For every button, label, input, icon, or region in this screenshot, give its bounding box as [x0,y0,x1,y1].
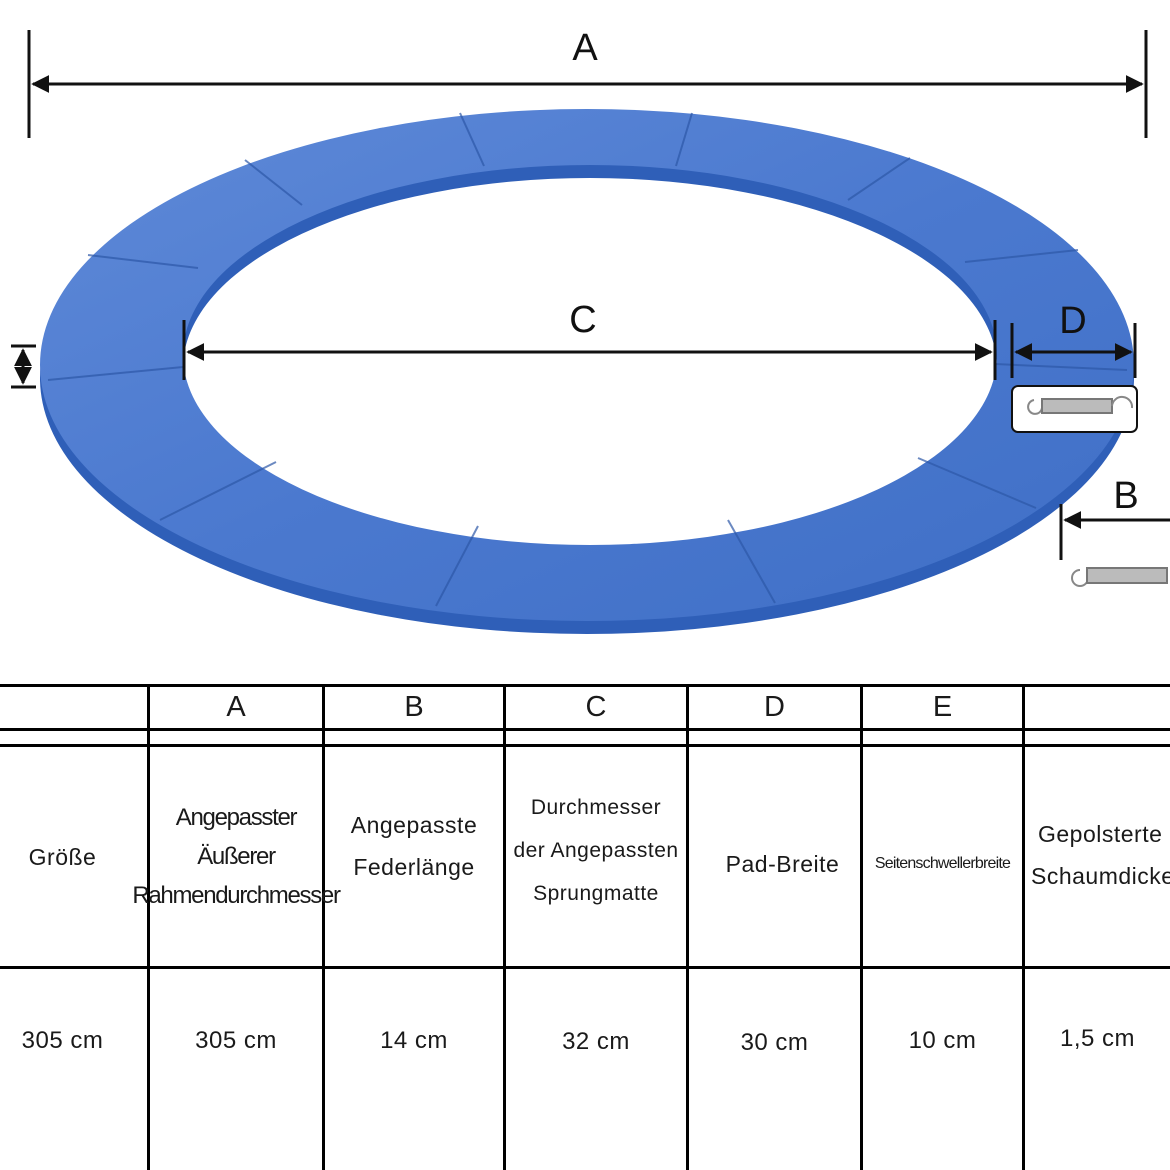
table-rule [503,684,506,1170]
pad-ring [40,109,1134,634]
table-rule [860,684,863,1170]
value-cell: 14 cm [380,1026,448,1054]
header-cell-a: A [226,691,246,723]
pad-segment-seams [47,112,1128,607]
trampoline-pad-diagram: A C D B [11,27,1170,634]
header-cell-e: E [932,691,953,723]
value-cell: 32 cm [562,1027,630,1055]
label-text: Größe [28,843,97,870]
header-cell-c: C [585,691,607,723]
label-text: Federlänge [353,853,475,880]
spring-icon [1027,396,1134,415]
label-text: Seitenschwellerbreite [874,854,1011,872]
header-cell-b: B [404,691,424,723]
table-rule [0,966,1170,969]
table-rule [686,684,689,1170]
label-text: Schaumdicke [1031,862,1170,889]
label-b: B [1113,475,1138,517]
label-d: D [1059,300,1086,342]
label-cell-foam-thickness: Gepolsterte Schaumdicke [1025,747,1170,966]
value-cell: 305 cm [195,1026,277,1054]
table-rule [0,684,1170,687]
value-cell: 10 cm [908,1026,977,1054]
label-cell-spring-length: Angepasste Federlänge [325,747,503,966]
spring-icon [1071,567,1168,587]
dimension-b: B [1059,475,1170,587]
table-rule [0,728,1170,731]
value-cell: 30 cm [740,1029,809,1056]
label-cell-pad-width: Pad-Breite [689,747,860,966]
table-rule [0,744,1170,747]
label-text: Angepasste [350,811,478,838]
label-text: Gepolsterte [1038,820,1163,847]
header-cell [1025,687,1170,728]
header-cell [0,687,147,728]
label-text: Durchmesser [530,796,662,819]
specification-table: A B C D E Größe Angepasster Äußerer Rahm… [0,684,1170,1170]
thickness-marker [11,344,36,389]
label-cell-mat-diameter: Durchmesser der Angepassten Sprungmatte [506,747,686,966]
dimension-c: C [182,299,997,380]
dimension-a: A [27,27,1148,138]
table-rule [147,684,150,1170]
label-text: der Angepassten [513,839,679,862]
label-cell-size: Größe [0,747,147,966]
label-text: Pad-Breite [725,850,840,877]
label-cell-frame-diameter: Angepasster Äußerer Rahmendurchmesser [132,747,341,966]
label-text: Äußerer [197,843,276,870]
label-text: Sprungmatte [533,882,659,905]
label-text: Angepasster [175,804,298,831]
value-cell: 1,5 cm [1059,1024,1136,1052]
label-text: Rahmendurchmesser [132,882,341,909]
dimension-d: D [1010,300,1137,378]
label-a: A [572,27,598,69]
table-rule [322,684,325,1170]
label-cell-side-width: Seitenschwellerbreite [863,747,1022,966]
spring-inset [1011,385,1138,433]
table-rule [1022,684,1025,1170]
value-cell: 305 cm [21,1026,104,1054]
label-c: C [569,299,596,341]
header-cell-d: D [764,691,785,723]
